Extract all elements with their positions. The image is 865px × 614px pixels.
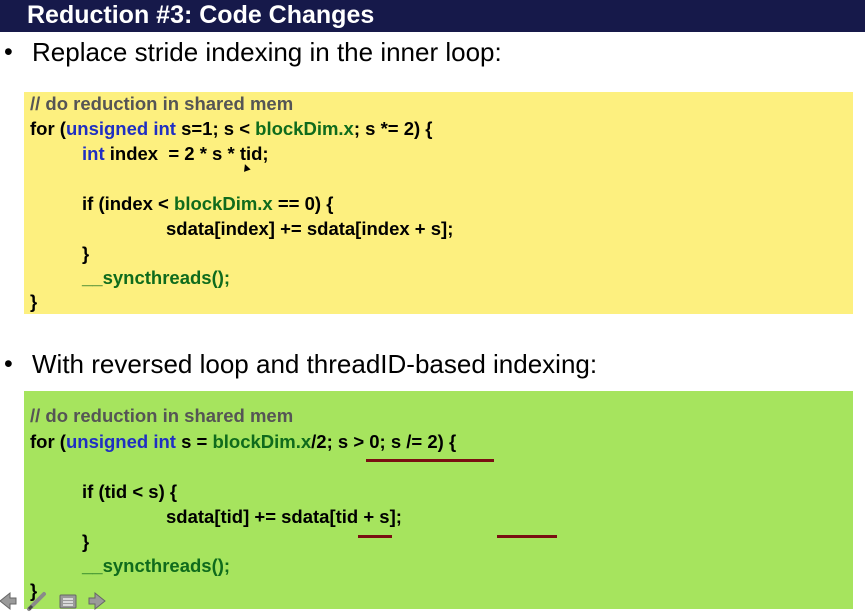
code-token: /2; s > 0; s /= 2) {	[311, 431, 457, 452]
code1-close-if: }	[82, 243, 90, 264]
code1-comment: // do reduction in shared mem	[30, 93, 294, 114]
back-arrow-icon[interactable]	[0, 590, 18, 612]
code-token: == 0) {	[272, 193, 334, 214]
bullet-1-marker: •	[4, 38, 13, 66]
code-block-2: // do reduction in shared mem for (unsig…	[24, 391, 853, 609]
code1-if-line: if (index < blockDim.x == 0) {	[82, 193, 333, 215]
code2-syncthreads: __syncthreads();	[82, 555, 231, 576]
underline-loop-condition	[366, 459, 494, 462]
bullet-2-marker: •	[4, 350, 13, 378]
slide-nav-toolbar	[0, 590, 120, 614]
code-token: for (	[30, 431, 66, 452]
code-token: index = 2 * s * tid;	[104, 143, 269, 164]
bullet-2-text: With reversed loop and threadID-based in…	[32, 349, 598, 379]
pen-icon[interactable]	[26, 590, 48, 612]
code-identifier: blockDim.x	[255, 118, 354, 139]
code-token: for (	[30, 118, 66, 139]
bullet-1-text: Replace stride indexing in the inner loo…	[32, 37, 502, 67]
slide-title: Reduction #3: Code Changes	[27, 1, 375, 29]
underline-index-s	[497, 535, 557, 538]
code-token: ; s *= 2) {	[353, 118, 433, 139]
code-keyword: int	[82, 143, 105, 164]
menu-icon[interactable]	[57, 590, 79, 612]
code2-if-line: if (tid < s) {	[82, 481, 178, 502]
code1-syncthreads: __syncthreads();	[82, 267, 231, 288]
underline-tid	[358, 535, 392, 538]
forward-arrow-icon[interactable]	[87, 590, 109, 612]
code2-close-if: }	[82, 531, 90, 552]
code2-comment: // do reduction in shared mem	[30, 405, 294, 426]
code2-close-for: }	[30, 580, 38, 601]
code-token: s =	[175, 431, 213, 452]
code1-sdata-line: sdata[index] += sdata[index + s];	[166, 218, 454, 239]
code1-index-line: int index = 2 * s * tid;	[82, 143, 269, 165]
code-identifier: blockDim.x	[212, 431, 312, 452]
code-identifier: blockDim.x	[174, 193, 273, 214]
code-keyword: unsigned int	[65, 431, 176, 452]
code-token: s=1; s <	[175, 118, 256, 139]
code-keyword: unsigned int	[65, 118, 176, 139]
code-block-1: // do reduction in shared mem for (unsig…	[24, 92, 853, 314]
code-token: if (index <	[82, 193, 175, 214]
title-bar: Reduction #3: Code Changes	[0, 0, 865, 32]
code1-close-for: }	[30, 291, 38, 312]
code1-for-line: for (unsigned int s=1; s < blockDim.x; s…	[30, 118, 433, 140]
code2-for-line: for (unsigned int s = blockDim.x/2; s > …	[30, 431, 456, 453]
code2-sdata-line: sdata[tid] += sdata[tid + s];	[166, 506, 402, 527]
